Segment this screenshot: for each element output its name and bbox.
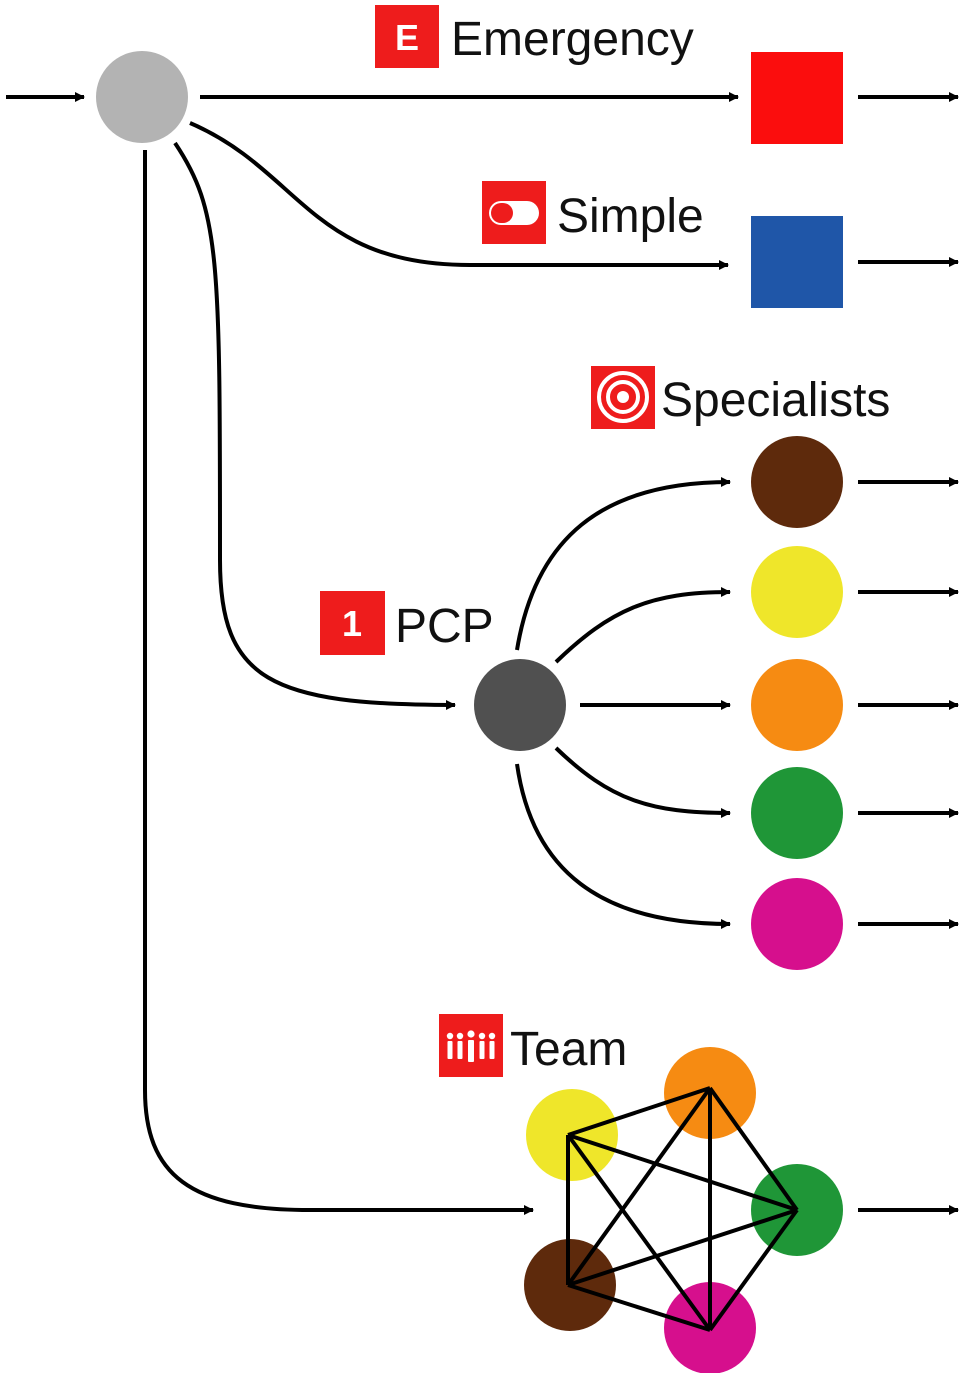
people-group-icon xyxy=(439,1014,503,1077)
target-icon xyxy=(591,366,655,429)
specialist-node-green xyxy=(751,767,843,859)
team-label-group: Team xyxy=(439,1014,627,1077)
specialist-node-brown xyxy=(751,436,843,528)
specialist-node-yellow xyxy=(751,546,843,638)
team-label: Team xyxy=(510,1023,627,1076)
edge-entry-to-team xyxy=(143,150,534,1215)
edge-entry-to-pcp xyxy=(173,141,456,710)
specialist-node-orange xyxy=(751,659,843,751)
entry-node xyxy=(96,51,188,143)
specialist-node-magenta xyxy=(751,878,843,970)
team-link xyxy=(567,1283,711,1332)
emergency-label-group: E Emergency xyxy=(375,5,694,68)
team-link xyxy=(708,1208,799,1332)
team-link xyxy=(567,1086,711,1137)
pcp-label: PCP xyxy=(395,600,494,653)
team-link xyxy=(566,1086,712,1287)
edge-pcp-to-specialist-brown xyxy=(515,477,731,651)
emergency-badge-letter: E xyxy=(395,17,419,58)
emergency-box xyxy=(751,52,843,144)
emergency-label: Emergency xyxy=(451,13,694,66)
team-connections xyxy=(566,1086,799,1332)
edge-pcp-to-specialist-magenta xyxy=(515,763,731,929)
simple-label: Simple xyxy=(557,190,704,243)
team-cluster xyxy=(524,1047,843,1373)
team-link xyxy=(567,1208,798,1287)
team-link xyxy=(708,1086,799,1212)
edge-entry-to-simple xyxy=(189,121,729,270)
edge-pcp-to-specialist-green xyxy=(554,746,731,818)
pcp-badge-number: 1 xyxy=(342,603,362,644)
pill-icon xyxy=(482,181,546,244)
pcp-node xyxy=(474,659,566,751)
specialists-label-group: Specialists xyxy=(591,366,890,429)
edge-pcp-to-specialist-yellow xyxy=(554,587,731,664)
simple-label-group: Simple xyxy=(482,181,704,244)
number-one-badge-icon: 1 xyxy=(320,591,385,655)
pcp-label-group: 1 PCP xyxy=(320,591,494,655)
team-link xyxy=(566,1133,712,1332)
specialists-label: Specialists xyxy=(661,374,890,427)
edges xyxy=(6,92,959,1215)
simple-box xyxy=(751,216,843,308)
team-link xyxy=(567,1133,798,1212)
specialist-nodes xyxy=(751,436,843,970)
letter-e-badge-icon: E xyxy=(375,5,439,68)
